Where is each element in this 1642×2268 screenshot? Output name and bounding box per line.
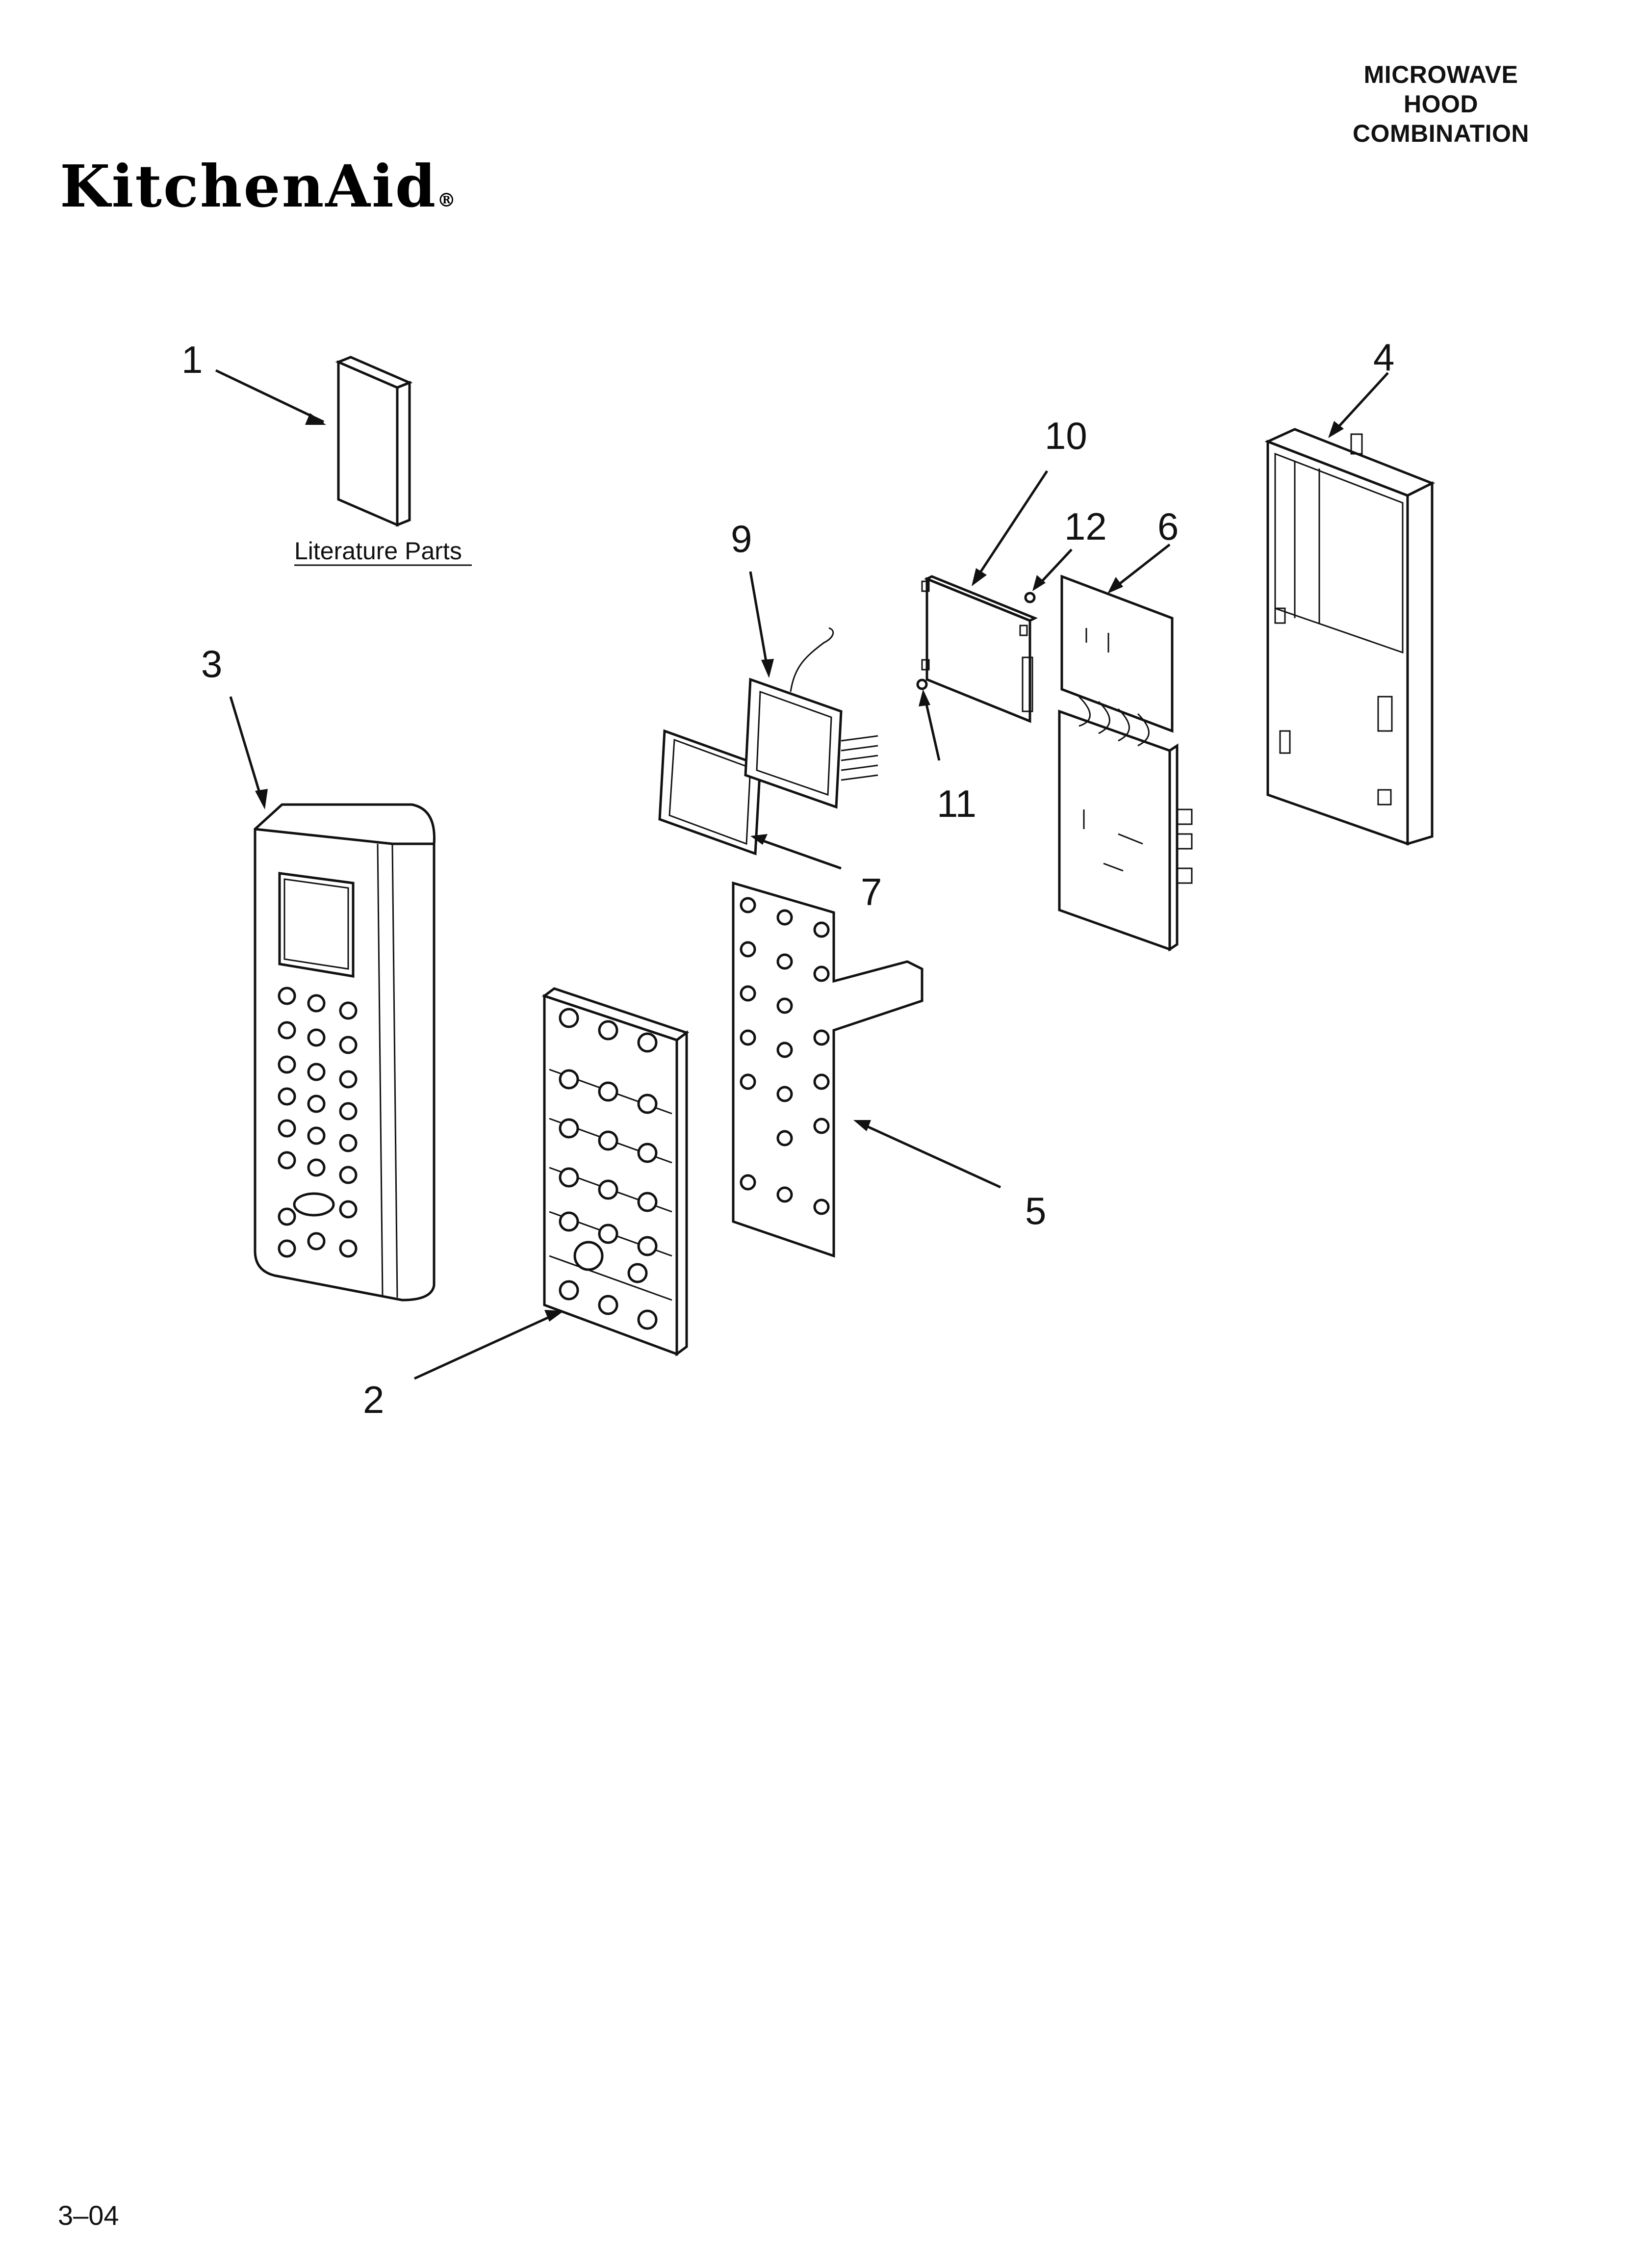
diagram-title: MICROWAVE HOOD COMBINATION (1318, 60, 1564, 148)
callout-3: 3 (201, 642, 222, 685)
leader-2 (413, 1313, 555, 1380)
callout-10: 10 (1045, 414, 1087, 457)
callout-4: 4 (1373, 336, 1394, 379)
leader-10 (975, 470, 1049, 580)
literature-parts-label: Literature Parts (294, 537, 462, 565)
part-10-display-board (921, 470, 1049, 723)
leader-9 (749, 571, 769, 670)
part-5-membrane-switch (732, 881, 1001, 1258)
title-line-2: HOOD (1404, 90, 1478, 118)
callout-5: 5 (1025, 1189, 1046, 1232)
part-11-spacer (916, 678, 941, 761)
callout-7: 7 (861, 870, 882, 913)
callout-1: 1 (181, 338, 203, 381)
part-12-spacer (1024, 548, 1073, 603)
callout-2: 2 (363, 1378, 384, 1421)
title-line-1: MICROWAVE (1363, 61, 1518, 88)
part-4-control-box (1264, 372, 1436, 846)
leader-3 (229, 696, 264, 803)
brand-logo: KitchenAid® (60, 152, 457, 220)
leader-7 (757, 837, 842, 870)
part-6-control-board (1058, 544, 1193, 952)
leader-4 (1333, 372, 1389, 433)
brand-name: KitchenAid (60, 152, 437, 220)
leader-6 (1112, 544, 1171, 590)
leader-1 (215, 369, 325, 423)
leader-12 (1036, 548, 1073, 587)
part-7-window-gasket (658, 729, 842, 870)
leader-11 (923, 695, 941, 761)
panel-buttons (278, 987, 358, 1258)
callout-9: 9 (731, 517, 752, 560)
part-1-literature (215, 356, 413, 527)
part-2-button-frame (413, 987, 690, 1380)
revision-code: 3–04 (58, 2200, 119, 2231)
callout-6: 6 (1157, 505, 1179, 548)
part-9-display (744, 571, 878, 809)
callout-12: 12 (1064, 505, 1107, 548)
registered-mark: ® (437, 189, 458, 211)
title-line-3: COMBINATION (1352, 120, 1530, 147)
callout-11: 11 (937, 782, 976, 825)
leader-5 (860, 1122, 1001, 1189)
part-3-control-panel (229, 696, 436, 1302)
